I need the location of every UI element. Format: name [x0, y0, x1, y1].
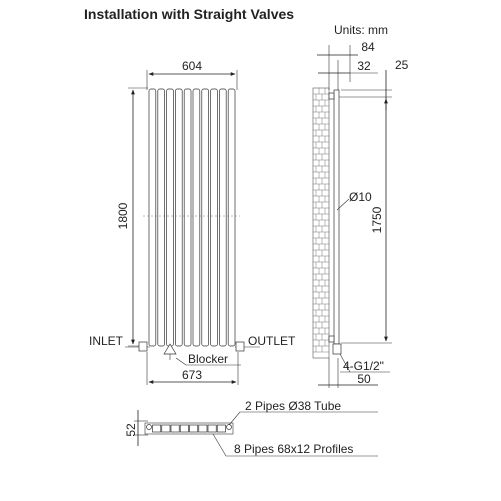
section-view: 52 2 Pipes Ø38 Tube 8 Pipes 68x12 Profil…: [124, 399, 378, 457]
bar-diameter-label: Ø10: [349, 190, 372, 204]
section-outline: [144, 422, 234, 435]
radiator-tube: [192, 88, 201, 347]
width-label: 604: [182, 59, 202, 73]
top-bracket: [328, 92, 335, 100]
radiator-tube: [148, 88, 157, 347]
radiator-tube: [210, 88, 218, 347]
section-profiles: [152, 424, 226, 433]
tube-right-section: [226, 424, 232, 430]
side-view: 84 32 25 1750 Ø10 4-G1/2" 50: [312, 40, 409, 388]
section-depth-label: 52: [124, 423, 138, 437]
radiator-side-profile: [333, 89, 340, 345]
bottom-bracket: [328, 335, 335, 343]
section-profile: [207, 424, 217, 433]
radiator-tube: [227, 88, 236, 347]
tube-left-section: [146, 424, 152, 430]
radiator-tubes: [148, 88, 236, 347]
section-profile: [198, 424, 208, 433]
radiator-tube: [219, 88, 227, 347]
front-view: 604 1800 INLET OUTLET Blocker 673: [89, 59, 296, 385]
section-profile: [152, 424, 162, 433]
thread-leader: [339, 353, 351, 373]
radiator-tube: [166, 88, 174, 347]
wall: [312, 87, 330, 359]
bar-diameter-leader: [336, 198, 350, 211]
depth-label: 84: [361, 40, 375, 54]
radiator-tube: [201, 88, 209, 347]
outlet-valve: [235, 341, 245, 352]
wall-bricks: [313, 88, 329, 353]
inlet-label: INLET: [89, 334, 124, 348]
tube-note-leader: [228, 411, 378, 426]
section-profile: [170, 424, 180, 433]
blocker-label: Blocker: [188, 352, 228, 366]
side-valve: [332, 343, 342, 355]
thread-label: 4-G1/2": [343, 359, 384, 373]
top-label: 25: [395, 58, 409, 72]
section-profile: [216, 424, 226, 433]
inlet-valve: [138, 341, 148, 352]
height-label: 1800: [116, 202, 130, 229]
profile-note-leader: [212, 433, 378, 457]
side-centers-label: 1750: [370, 206, 384, 233]
bottom-label: 50: [357, 372, 371, 386]
section-profile: [179, 424, 189, 433]
section-profile: [189, 424, 199, 433]
units-label: Units: mm: [334, 23, 388, 37]
radiator-tube: [175, 88, 183, 347]
radiator-tube: [157, 88, 165, 347]
section-profile: [161, 424, 171, 433]
radiator-tube: [183, 88, 192, 347]
outlet-label: OUTLET: [248, 334, 296, 348]
centers-label: 673: [182, 368, 202, 382]
offset-label: 32: [357, 59, 371, 73]
page-title: Installation with Straight Valves: [84, 6, 295, 22]
tube-note: 2 Pipes Ø38 Tube: [245, 399, 341, 413]
blocker-icon: [163, 343, 177, 355]
profile-note: 8 Pipes 68x12 Profiles: [234, 442, 353, 456]
blocker-leader: [175, 357, 187, 366]
